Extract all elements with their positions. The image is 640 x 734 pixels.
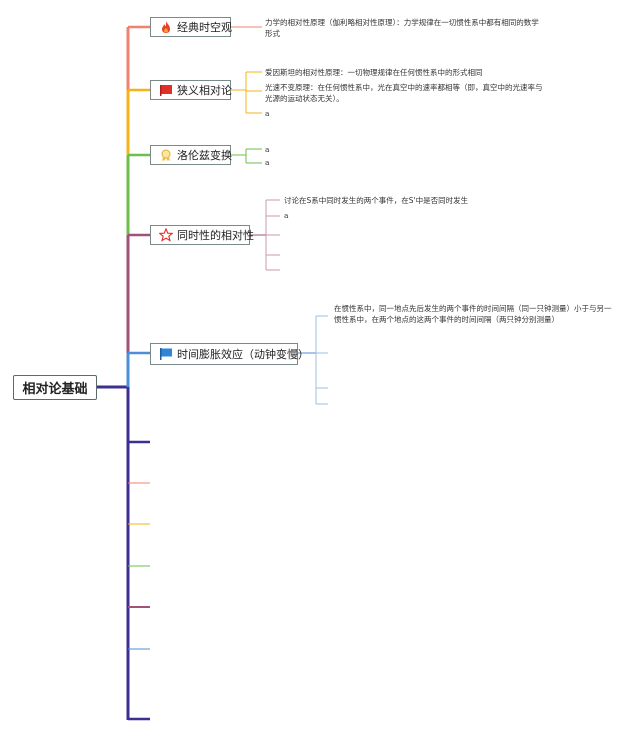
branch-label: 时间膨胀效应（动钟变慢） <box>177 348 309 361</box>
note-placeholder: a <box>265 109 270 118</box>
note-proper-time: 在惯性系中，同一地点先后发生的两个事件的时间间隔（同一只钟测量）小于与另一惯性系… <box>334 304 612 324</box>
branch-label: 经典时空观 <box>177 21 232 34</box>
note-einstein-principle: 爱因斯坦的相对性原理：一切物理规律在任何惯性系中的形式相同 <box>265 68 483 77</box>
branch-label: 同时性的相对性 <box>177 229 254 242</box>
star-outline-icon <box>159 228 173 242</box>
branch-node-lorentz-transform[interactable]: 洛伦兹变换 <box>150 145 232 165</box>
note-galilean-relativity: 力学的相对性原理（伽利略相对性原理）：力学规律在一切惯性系中都有相同的数学形式 <box>265 18 539 38</box>
medal-icon <box>161 149 171 161</box>
red-flag-icon <box>160 85 172 96</box>
branch-label: 狭义相对论 <box>177 84 232 97</box>
note-light-speed-invariance: 光速不变原理：在任何惯性系中，光在真空中的速率都相等（即，真空中的光速率与光源的… <box>265 83 543 103</box>
branch-node-relativity-of-simultaneity[interactable]: 同时性的相对性 <box>150 225 254 245</box>
branch-node-special-relativity[interactable]: 狭义相对论 <box>150 80 232 100</box>
note-placeholder: a <box>284 211 289 220</box>
branch-node-time-dilation[interactable]: 时间膨胀效应（动钟变慢） <box>150 343 309 365</box>
fire-icon <box>162 21 170 33</box>
note-placeholder: a <box>265 145 270 154</box>
branch-label: 洛伦兹变换 <box>177 149 232 162</box>
root-node[interactable]: 相对论基础 <box>13 375 97 400</box>
root-title: 相对论基础 <box>22 382 88 397</box>
note-simultaneity-question: 讨论在S系中同时发生的两个事件，在S'中是否同时发生 <box>284 196 469 205</box>
blue-flag-icon <box>160 348 172 360</box>
note-placeholder: a <box>265 158 270 167</box>
branch-node-classical-spacetime[interactable]: 经典时空观 <box>150 17 232 37</box>
